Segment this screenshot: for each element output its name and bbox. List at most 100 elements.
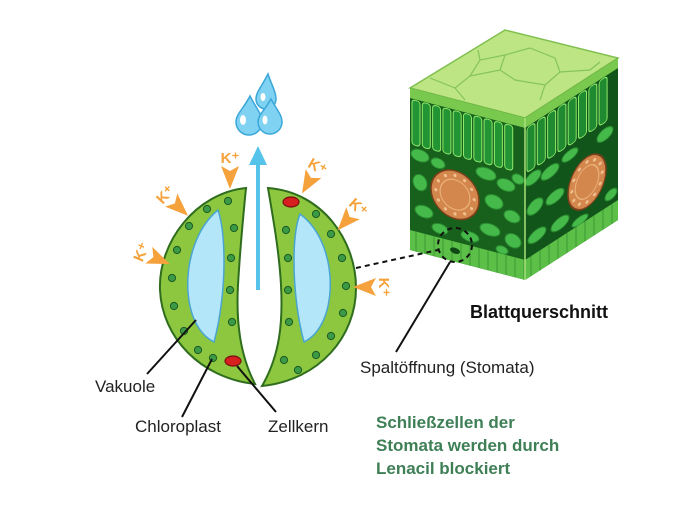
stoma-highlight-circle [437,227,473,263]
chloroplast-dot [167,273,177,283]
spongy-cell [503,209,521,224]
palisade-cell [557,103,567,153]
spongy-cell [504,232,522,249]
xylem-dot [593,192,597,197]
xylem-dot [598,181,602,186]
xylem-dot [472,198,476,202]
xylem-dot [577,202,582,207]
water-outflow-arrow [249,146,267,290]
leaf-epidermis-cell-line [477,49,481,61]
spongy-cell [596,125,614,143]
upper-epidermis [525,58,618,128]
palisade-cell [411,99,421,147]
xylem-dot [598,161,602,166]
chloroplast-dot [341,281,351,291]
orange-arrow-icon [353,278,376,296]
palisade-cell [452,110,462,158]
guard-cells [158,186,358,388]
xylem-dot [585,160,589,164]
palisade-cell [421,102,431,150]
chloroplast-dot [193,345,203,355]
palisade-cell [493,121,503,168]
palisade-cell [536,116,546,166]
herbicide-note: Schließzellen der Stomata werden durch L… [376,413,559,478]
spongy-cell [526,197,544,216]
xylem-dot [453,212,457,216]
xylem-dot [470,187,474,192]
xylem-dot [443,207,448,211]
water-drop [257,97,283,135]
spongy-cell [475,166,497,181]
cell-nucleus [282,196,300,208]
chloroplast-dot [223,196,233,206]
arrow-up-icon [249,146,267,165]
note-line: Stomata werden durch [376,436,559,455]
palisade-cell [547,110,557,159]
spongy-cell [412,173,428,192]
vascular-bundle [567,153,607,211]
spongy-cell [561,147,579,163]
chloroplast-dot [281,225,291,235]
water-drop [235,94,263,136]
potassium-ion-label: K⁺ [221,150,240,167]
chloroplast-dot [283,253,293,263]
xylem-dot [593,157,597,162]
leaf-epidermis-cell-line [529,47,561,73]
spongy-cell [511,173,525,185]
leaf-top-cells [429,47,601,101]
leaf-epidermis-cell-line [559,69,591,73]
leaf-epidermis-cell-line [454,87,466,101]
spongy-cell [479,222,501,237]
nucleus-label: Zellkern [268,417,328,436]
chloroplast-leader-line [181,358,213,418]
palisade-cell [588,83,598,133]
spongy-cell [545,187,565,206]
xylem-dot [434,188,438,192]
chloroplast-dot [338,308,348,318]
potassium-ion-label: K⁺ [375,278,392,297]
chloroplast-dot [172,245,182,255]
vascular-bundle-ring [574,164,600,200]
chloroplast-dot [311,209,321,219]
spongy-cell [550,214,570,233]
chloroplast-dot [326,331,336,341]
water-drop-highlight [262,115,268,125]
spongy-cell [540,162,560,181]
palisade-cell [432,105,442,152]
vacuole-right [293,212,331,344]
note-line: Lenacil blockiert [376,459,510,478]
xylem-dot [463,178,467,183]
leaf-front-face [410,88,525,280]
spongy-cell [484,193,504,210]
chloroplast-dot [229,223,239,233]
spongy-cell [430,157,446,170]
leaf-cross-section [408,29,620,280]
chloroplast-label: Chloroplast [135,417,221,436]
chloroplast-dot [326,229,336,239]
leaf-cross-section-label: Blattquerschnitt [470,302,608,322]
chloroplast-dot [337,253,347,263]
nucleus-leader-line [236,365,277,413]
xylem-dot [470,206,474,211]
vascular-bundle-ring [439,178,471,211]
xylem-dot [600,170,604,175]
spongy-cell [414,204,434,219]
water-drop-highlight [260,93,266,101]
palisade-cell [463,113,472,160]
chloroplast-dot [202,204,212,214]
leaf-epidermis-cell-line [539,84,546,101]
spongy-cell [431,222,449,235]
zoom-connector-line [355,249,439,269]
potassium-influx-arrow: K⁺ [130,240,170,264]
palisade-cell [598,76,608,126]
orange-arrow-icon [221,166,239,189]
spongy-cell [410,148,430,163]
water-drops-icon [235,72,283,136]
water-drop-highlight [240,115,246,125]
chloroplast-dot [311,350,321,360]
upper-epidermis [410,88,525,128]
vacuole-leader-line [146,319,197,375]
spongy-cell [527,226,547,245]
xylem-dot [463,212,467,216]
xylem-dot [572,178,576,183]
